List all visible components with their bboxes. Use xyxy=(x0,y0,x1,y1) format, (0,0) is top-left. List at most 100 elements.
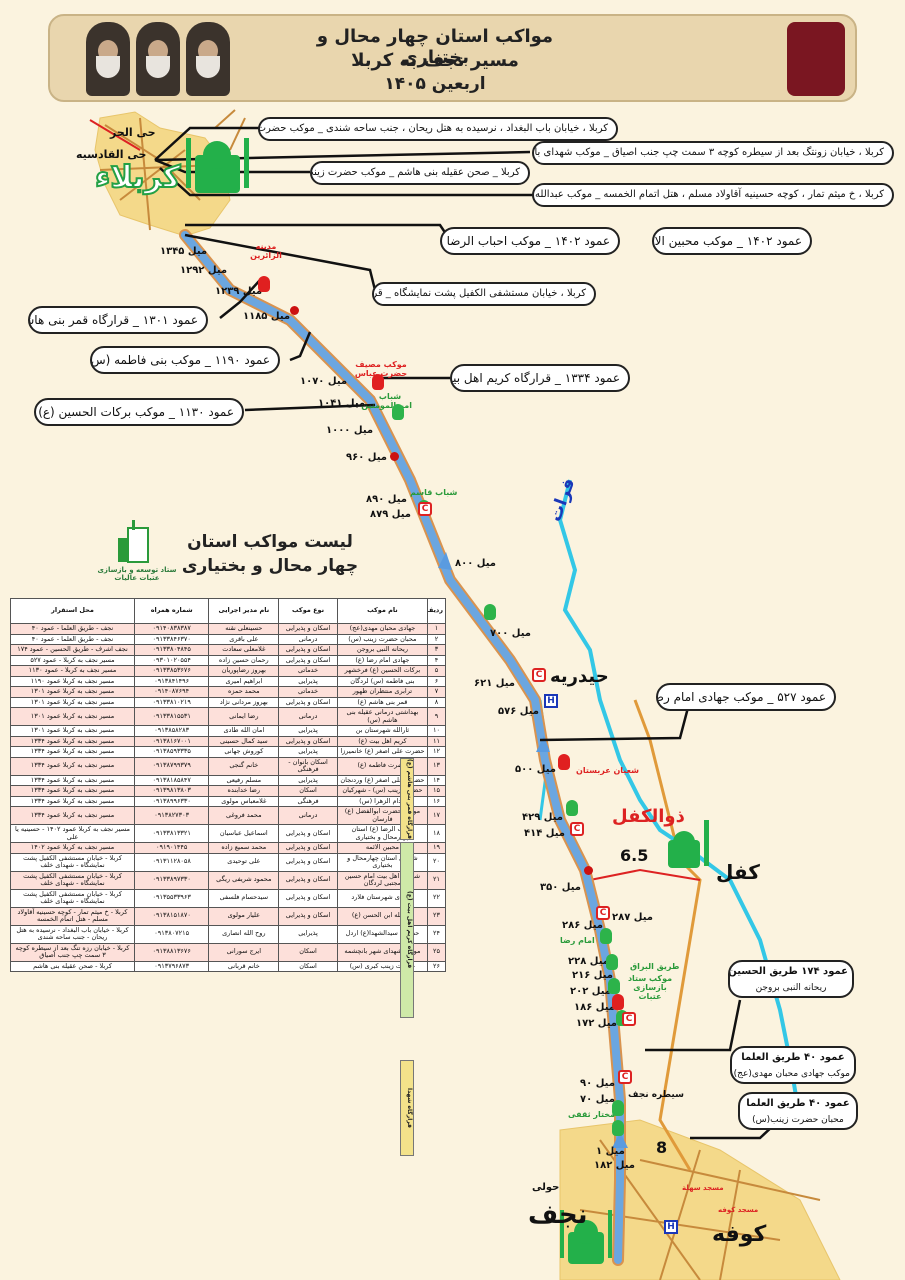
label-mokhtar: مختار ثقفی xyxy=(568,1110,615,1119)
table-cell: پذیرایی xyxy=(278,746,338,758)
callout-qamar: عمود ۱۳۰۱ _ قرارگاه قمر بنی هاشم (ع) xyxy=(28,306,208,334)
route-arrow-2 xyxy=(536,736,550,752)
milestone-800: میل ۸۰۰ xyxy=(455,558,496,569)
table-cell: مسیر نجف به کربلا عمود ۱۳۳۴ xyxy=(9,774,136,786)
callout-line-12 xyxy=(645,999,742,1052)
table-cell: مسیر نجف به کربلا - عمود ۱۱۳۰ xyxy=(9,665,136,677)
hand-red-icon xyxy=(558,754,570,770)
milestone-960: میل ۹۶۰ xyxy=(346,452,387,463)
table-cell: مسیر نجف به کربلا عمود ۱۳۳۴ xyxy=(9,735,136,747)
table-cell: ۰۹۱۳۳۸۱۵۵۳۱ xyxy=(134,707,210,726)
header-title-line3: اربعین ۱۴۰۵ xyxy=(384,74,486,94)
milestone-1000: میل ۱۰۰۰ xyxy=(326,425,374,436)
table-cell: ۰۹۱۳۳۸۴۶۳۷۰ xyxy=(134,633,210,645)
table-cell: کربلا - خیابان مستشفی الکفیل پشت نمایشگا… xyxy=(9,888,136,908)
table-cell: اسکان و پذیرایی xyxy=(278,824,338,843)
table-cell: ۰۹۱۳۳۸۹۷۳۳۰ xyxy=(134,870,210,890)
table-cell: درمانی xyxy=(278,707,338,726)
table-cell: مسیر نجف به کربلا عمود ۱۳۳۴ xyxy=(9,795,136,807)
setad-atabat-logo: ستاد توسعه و بازسازی عتبات عالیات xyxy=(98,518,176,588)
table-cell: محمود شریفی ریگی xyxy=(208,870,280,890)
milestone-1292: میل ۱۲۹۲ xyxy=(180,265,228,276)
table-cell: کربلا - خ میثم تمار - کوچه حسینیه آقاولا… xyxy=(9,906,136,926)
table-cell: جهادی امام رضا (ع) xyxy=(336,654,428,666)
table-cell: اسکان و پذیرایی xyxy=(278,888,338,908)
callout-mohebban-mahdi: عمود ۴۰ طریق العلما موکب جهادی محبان مهد… xyxy=(730,1046,856,1084)
table-cell: ۴ xyxy=(426,654,447,666)
table-cell: ۲ xyxy=(426,633,447,645)
label-imamreza: امام رضا xyxy=(560,936,595,945)
callout-barakat: عمود ۱۱۳۰ _ موکب برکات الحسین (ع) فرخشهر xyxy=(34,398,244,426)
table-cell: حسینعلی نقنه xyxy=(208,623,280,635)
callout-ardal: کربلا ، خیابان باب البغداد ، نرسیده به ه… xyxy=(258,117,618,141)
milestone-90: میل ۹۰ xyxy=(580,1078,615,1089)
masjid-kufa-label: مسجد کوفه xyxy=(718,1206,759,1214)
table-cell: قمر بنی هاشم (ع) xyxy=(336,696,428,708)
milestone-621: میل ۶۲۱ xyxy=(474,678,515,689)
table-cell: ۲۰ xyxy=(426,852,447,872)
table-cell: اسکان و پذیرایی xyxy=(278,842,338,854)
callout-mohebin: عمود ۱۴۰۲ _ موکب محبین الائمه xyxy=(652,227,812,255)
table-cell: کریم اهل بیت (ع) xyxy=(336,735,428,747)
table-cell: کربلا - خیابان مستشفی الکفیل پشت نمایشگا… xyxy=(9,870,136,890)
milestone-429: میل ۴۲۹ xyxy=(522,812,563,823)
table-cell: اسکان و پذیرایی xyxy=(278,654,338,666)
table-cell: ۲۱ xyxy=(426,870,447,890)
milestone-1345: میل ۱۳۴۵ xyxy=(160,246,208,257)
distance-kufa: 8 xyxy=(656,1138,668,1157)
hand-green-icon xyxy=(566,800,578,816)
table-cell: ۰۹۱۹۰۱۴۴۵ xyxy=(134,842,210,854)
city-karbala: کربلاء xyxy=(94,159,181,196)
table-cell: نجف - طریق العلما - عمود ۴۰ xyxy=(9,633,136,645)
area-huli: حولی xyxy=(532,1182,560,1193)
table-cell: ۰۹۱۳۳۸۵۳۶۷۶ xyxy=(134,665,210,677)
milestone-70: میل ۷۰ xyxy=(580,1094,615,1105)
table-cell: ۰۹۱۳۸۸۱۳۶۷۶ xyxy=(134,942,210,962)
label-buraq: طریق البراق xyxy=(630,962,680,971)
seitra-najaf-label: سیطره نجف xyxy=(628,1090,684,1100)
table-cell: ایرج سورانی xyxy=(208,942,280,962)
table-cell: ۰۹۱۳۵۵۳۳۹۶۳ xyxy=(134,888,210,908)
area-hay-alhur: حی الحر xyxy=(110,126,156,139)
table-cell: مسیر نجف به کربلا عمود ۱۳۰۱ xyxy=(9,696,136,708)
callout-line-8 xyxy=(289,331,312,362)
table-cell: ۱۹ xyxy=(426,842,447,854)
table-cell: درمانی xyxy=(278,806,338,825)
clinic-icon: C xyxy=(622,1012,636,1026)
table-cell: ۲۴ xyxy=(426,924,447,944)
table-cell: بهداشتی درمانی عقیله بنی هاشم (س) xyxy=(336,707,428,726)
list-title-line1: لیست مواکب استان xyxy=(187,532,353,552)
table-cell: ابراهیم امیری xyxy=(208,675,280,687)
milestone-1239: میل ۱۲۳۹ xyxy=(215,286,263,297)
table-cell: رحمان حسین زاده xyxy=(208,654,280,666)
route-arrow-3 xyxy=(612,1132,628,1148)
najaf-roads xyxy=(579,1139,821,1280)
table-cell: اسکان و پذیرایی xyxy=(278,870,338,890)
milestone-890: میل ۸۹۰ xyxy=(366,494,407,505)
callout-line-3 xyxy=(154,158,310,174)
table-cell: خدماتی xyxy=(278,686,338,698)
table-group-label: قرارگاه شهدا xyxy=(400,1060,414,1156)
table-cell: حضرت علی اصغر (ع) خانمیرزا xyxy=(336,746,428,758)
table-cell: ۰۹۱۳۸۵۸۲۸۳ xyxy=(134,725,210,737)
table-cell: غلامعلی سعادت xyxy=(208,644,280,656)
label-khozar: موکب مصیف حضرت عباس xyxy=(354,360,408,378)
label-zayerin: مدینه الزائرین xyxy=(250,242,282,260)
table-cell: ۵ xyxy=(426,665,447,677)
table-cell: سیدحسام فلسفی xyxy=(208,888,280,908)
label-amiralmomenin: شباب امیرالمومنین xyxy=(361,392,412,410)
table-cell: درمانی xyxy=(278,633,338,645)
milestone-287: میل ۲۸۷ xyxy=(612,912,653,923)
table-cell: برکات الحسین (ع) فرخشهر xyxy=(336,665,428,677)
karbala-shrine xyxy=(186,138,249,193)
header-title-line1: مواکب استان چهار محال و بختیاری xyxy=(316,26,554,68)
table-cell: ۰۹۱۳۸۱۸۵۸۴۷ xyxy=(134,774,210,786)
milestone-414: میل ۴۱۴ xyxy=(524,828,565,839)
label-setad: موکب ستاد بازسازی عتبات xyxy=(627,974,673,1001)
